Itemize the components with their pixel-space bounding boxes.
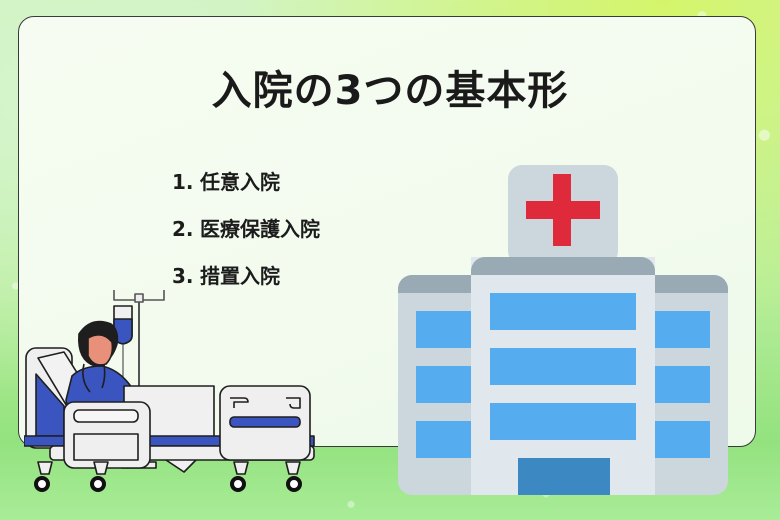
list-item-label: 医療保護入院: [200, 217, 320, 241]
wheel-icon: [34, 476, 50, 492]
red-cross-icon: [526, 174, 600, 246]
admission-types-list: 1.任意入院 2.医療保護入院 3.措置入院: [172, 166, 320, 307]
list-item: 1.任意入院: [172, 166, 320, 213]
list-item-label: 措置入院: [200, 264, 280, 288]
list-item-number: 1.: [172, 170, 194, 194]
list-item: 3.措置入院: [172, 260, 320, 307]
wheel-icon: [286, 476, 302, 492]
list-item: 2.医療保護入院: [172, 213, 320, 260]
wheel-icon: [90, 476, 106, 492]
list-item-number: 3.: [172, 264, 194, 288]
hospital-building-icon: [398, 165, 728, 495]
door-icon: [518, 458, 610, 495]
list-item-label: 任意入院: [200, 170, 280, 194]
list-item-number: 2.: [172, 217, 194, 241]
page-title: 入院の3つの基本形: [211, 68, 569, 114]
patient-bed-illustration: [24, 290, 315, 492]
wheel-icon: [230, 476, 246, 492]
